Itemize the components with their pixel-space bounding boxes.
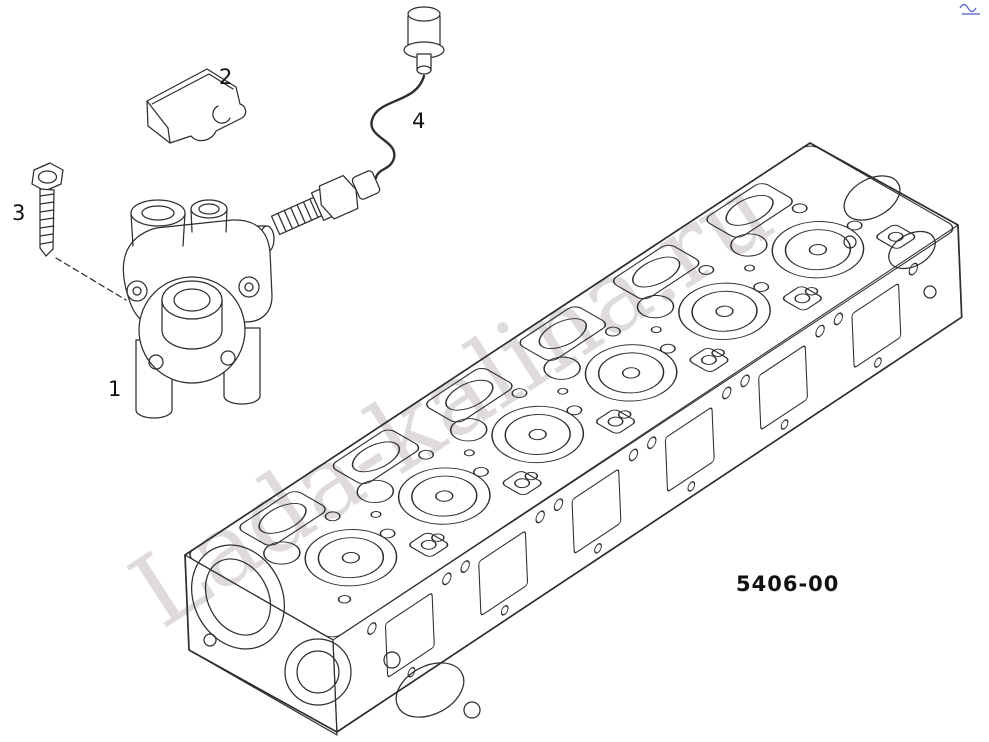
- cylinder-head-drawing: [184, 142, 963, 736]
- part-label-3: 3: [12, 201, 25, 225]
- part-1-housing: [122, 199, 275, 419]
- leader-line-bolt: [55, 257, 127, 301]
- exhaust-port: [460, 510, 545, 616]
- sensor-cable: [370, 74, 426, 180]
- part-3-bolt: [31, 162, 64, 257]
- cylinder-station: [706, 183, 916, 296]
- part-label-1: 1: [108, 377, 121, 401]
- corner-logo-mark: [959, 3, 980, 15]
- exhaust-port: [833, 262, 919, 368]
- part-4-sensor: [270, 6, 445, 236]
- exhaust-port: [553, 448, 639, 554]
- head-left-end: [184, 544, 481, 736]
- exhaust-port: [367, 572, 452, 678]
- sensor-body: [270, 170, 381, 236]
- cylinder-station: [332, 429, 542, 542]
- cylinder-station: [426, 368, 636, 481]
- part-2-bracket: [146, 68, 247, 144]
- part-label-2: 2: [219, 65, 232, 89]
- part-label-4: 4: [412, 109, 425, 133]
- cylinder-station: [612, 244, 822, 358]
- cylinder-station: [519, 306, 729, 419]
- head-top-face: [189, 145, 954, 638]
- cylinder-station: [239, 491, 449, 604]
- connector-plug: [403, 6, 445, 75]
- exhaust-port: [740, 324, 825, 430]
- exhaust-port: [647, 386, 732, 492]
- drawing-number: 5406-00: [736, 572, 839, 596]
- head-right-end: [843, 175, 937, 299]
